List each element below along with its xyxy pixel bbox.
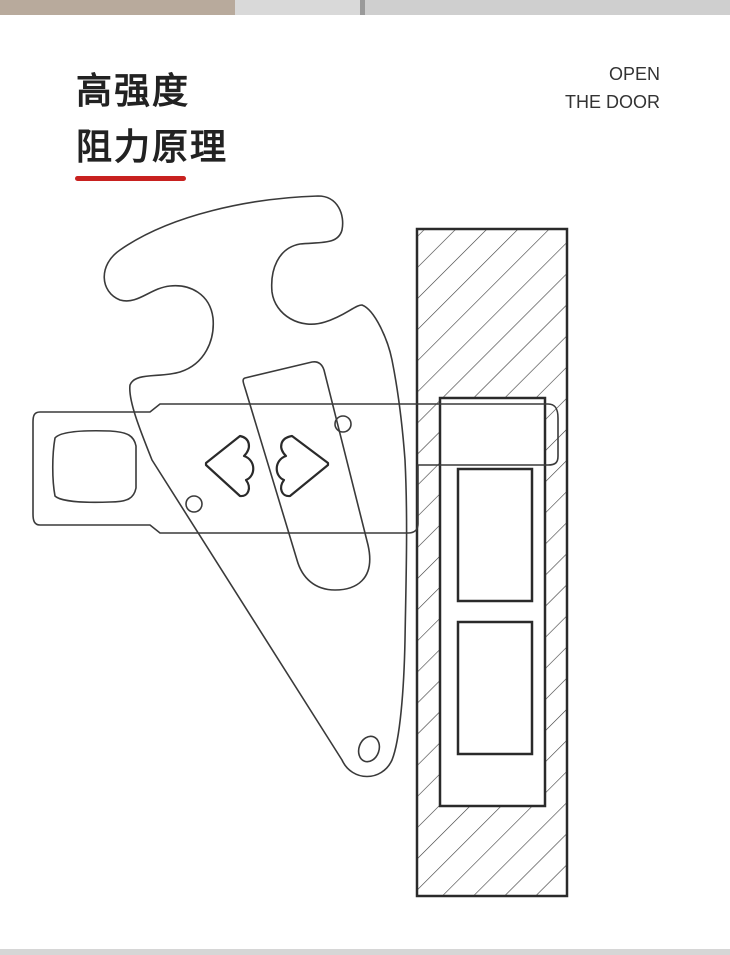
stopper-body (103, 195, 408, 778)
title-line-1: 高强度 (76, 71, 191, 112)
title-underline (75, 176, 186, 181)
slider-lock-plate (242, 361, 371, 591)
mount-hole-bottom (357, 735, 381, 763)
slide-bar-window (51, 429, 137, 504)
title-line-2: 阻力原理 (76, 127, 229, 168)
frame-slot-lower (456, 620, 534, 756)
left-arrow-icon (204, 434, 255, 498)
right-arrow-icon (275, 434, 330, 498)
bar-hole-left (185, 495, 203, 513)
bar-hole-right (334, 415, 352, 433)
bottom-photo-strip (0, 949, 730, 955)
frame-slot-upper (456, 467, 534, 603)
top-photo-strip (0, 0, 730, 15)
subtitle-line-2: THE DOOR (564, 92, 660, 112)
subtitle-line-1: OPEN (608, 64, 660, 84)
slide-bar (32, 403, 559, 534)
door-frame (415, 227, 569, 898)
